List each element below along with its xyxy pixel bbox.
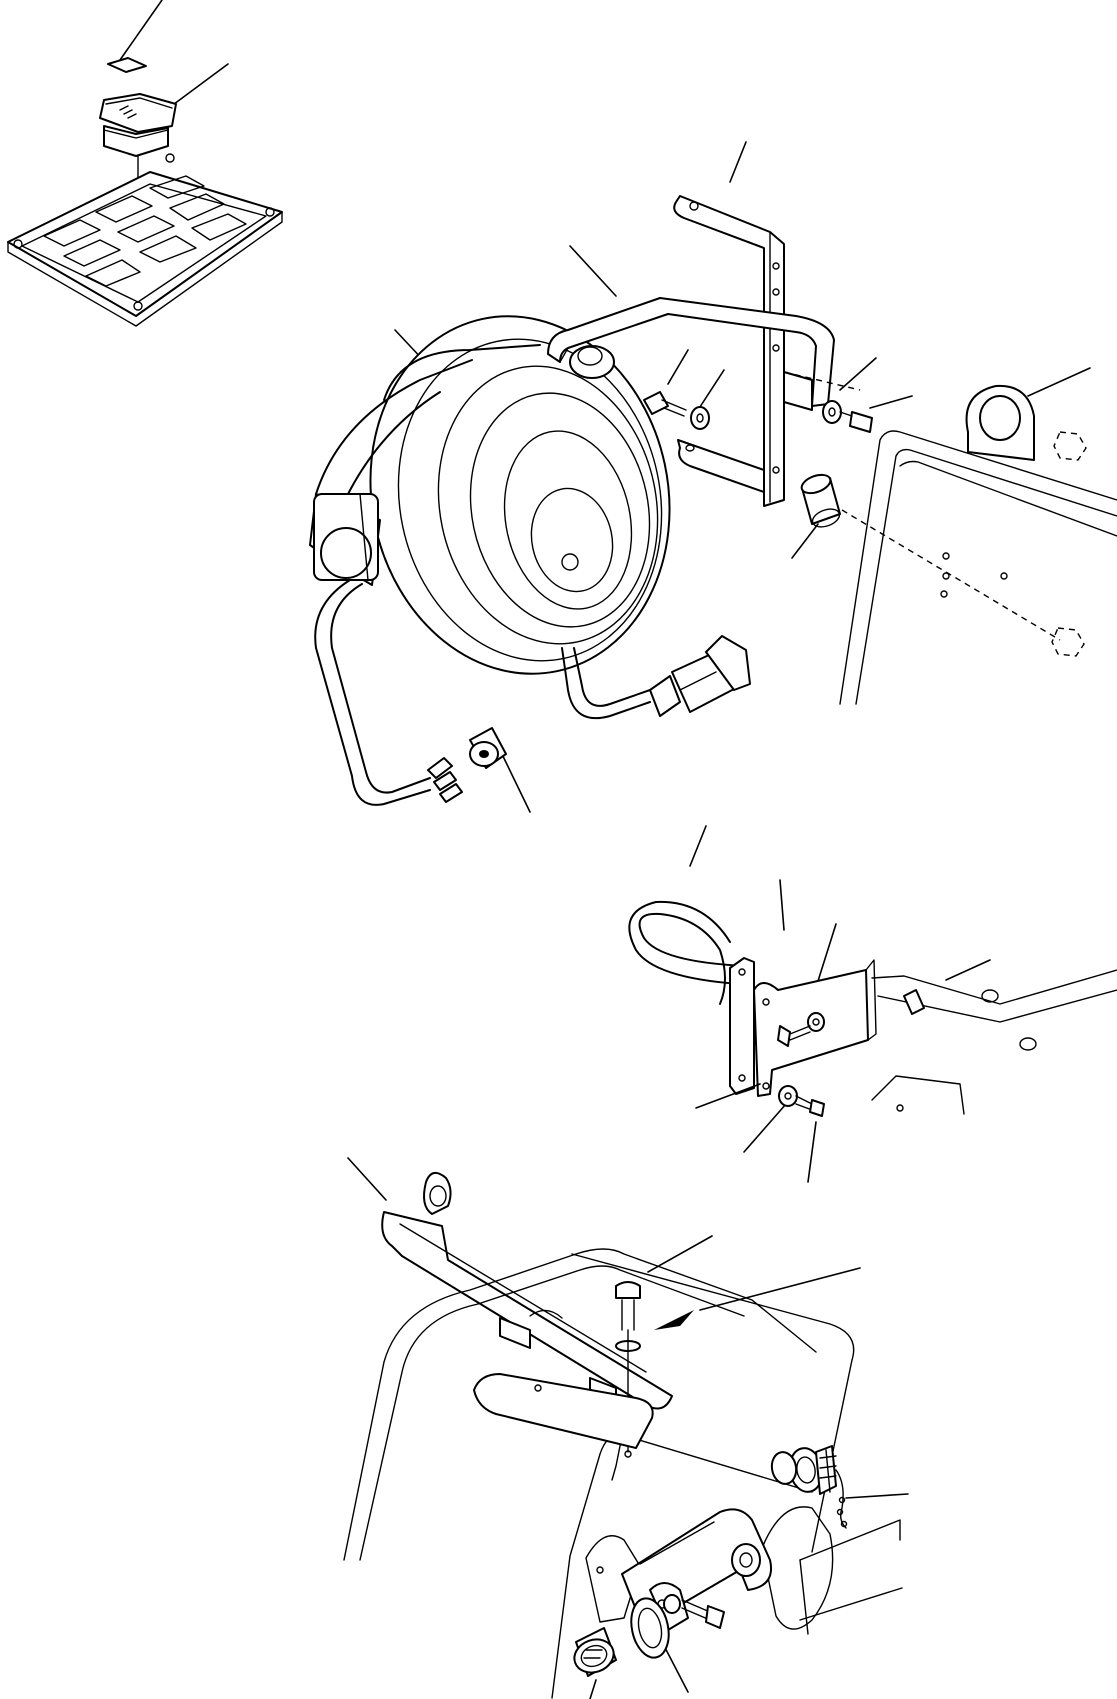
direction-arrow bbox=[654, 1310, 694, 1330]
leader-line-switch-cap bbox=[119, 0, 163, 61]
bolt-and-washer-mid-lower bbox=[695, 1083, 825, 1183]
reel-top-bolt bbox=[569, 345, 615, 379]
rubber-spacer bbox=[791, 473, 841, 559]
horizontal-bracket bbox=[547, 297, 835, 411]
leader-line-vertical-bracket bbox=[729, 141, 747, 183]
bolt-and-washer-left bbox=[643, 349, 725, 430]
dashed-nut-bottom bbox=[1051, 627, 1085, 657]
reel-cable-left-inner bbox=[330, 583, 431, 794]
cord-reel-assembly bbox=[309, 315, 751, 813]
gasket-ring bbox=[630, 1597, 689, 1693]
connector-bracket bbox=[596, 1508, 772, 1641]
panel-hole-2 bbox=[942, 572, 950, 580]
leader-line-bolt-lower bbox=[807, 1121, 817, 1183]
reel-cable-right-inner bbox=[573, 647, 651, 707]
plug-with-chain bbox=[770, 1445, 909, 1529]
cable-connector bbox=[649, 635, 751, 717]
housing-outline-outer bbox=[343, 1248, 817, 1561]
reel-bracket-assembly bbox=[547, 141, 1061, 641]
panel-hole-1 bbox=[942, 552, 950, 560]
bolt-and-washer-mid-upper bbox=[777, 1012, 825, 1047]
housing-recess-right bbox=[761, 1506, 834, 1630]
leader-line-arrow bbox=[699, 1267, 861, 1311]
bracket-bolt bbox=[663, 1594, 725, 1629]
dashed-nut-top bbox=[1053, 431, 1087, 461]
bolt-and-washer-right bbox=[822, 357, 913, 433]
leader-line-frame-corner bbox=[945, 959, 991, 981]
hanger-bracket bbox=[729, 957, 877, 1097]
reel-cable-right bbox=[561, 647, 651, 720]
cord-reel bbox=[309, 315, 671, 675]
switch-assembly bbox=[7, 0, 283, 327]
leader-line-lifting-eye bbox=[1027, 367, 1091, 397]
leader-line-handle-bar bbox=[347, 1157, 387, 1201]
leader-line-rocker-switch bbox=[165, 63, 229, 111]
leader-line-washer-right bbox=[839, 357, 877, 391]
mounting-axis-line bbox=[841, 509, 1061, 641]
leader-line-washer-lower bbox=[743, 1103, 787, 1153]
leader-line-bracket-plate bbox=[779, 879, 785, 931]
panel-hole-4 bbox=[1000, 572, 1008, 580]
panel-rim bbox=[899, 460, 1117, 537]
reel-cable-left bbox=[314, 579, 431, 806]
rocker-switch bbox=[99, 93, 177, 157]
leader-line-rubber-cap bbox=[499, 749, 531, 813]
bolt-and-washer-bottom bbox=[615, 1235, 861, 1453]
leader-line-hose-loop bbox=[689, 825, 707, 867]
engine-housing bbox=[343, 1248, 903, 1699]
cable-wire-ends bbox=[427, 757, 463, 803]
housing-recess-left bbox=[585, 1535, 641, 1623]
hose-hanger-assembly bbox=[628, 825, 1117, 1183]
vertical-bracket bbox=[673, 195, 785, 507]
switch-cap bbox=[107, 57, 147, 73]
connector-bracket-assembly bbox=[573, 1445, 909, 1699]
leader-line-rubber-spacer bbox=[791, 523, 819, 559]
leader-line-bolt-left bbox=[667, 349, 689, 385]
socket-connector bbox=[573, 1627, 617, 1699]
bolt-axis-line bbox=[783, 371, 861, 391]
rubber-cap bbox=[469, 727, 531, 813]
leader-line-washer-left bbox=[697, 369, 725, 411]
leader-line-bolt-right bbox=[869, 395, 913, 409]
panel-outline-inner bbox=[855, 448, 1117, 705]
leader-line-plug bbox=[845, 1493, 909, 1499]
leader-line-horizontal-bracket bbox=[569, 245, 617, 297]
lifting-eye bbox=[965, 384, 1035, 461]
switch-mounting-plate bbox=[7, 153, 283, 327]
panel-outline-outer bbox=[839, 430, 1117, 705]
hose-loop bbox=[628, 900, 747, 1005]
housing-mount-pad bbox=[473, 1373, 654, 1449]
panel-hole-3 bbox=[940, 590, 948, 598]
frame-corner bbox=[871, 959, 1117, 1115]
leader-line-socket-connector bbox=[589, 1679, 597, 1699]
leader-line-plate-lower bbox=[695, 1083, 761, 1109]
machine-side-panel bbox=[839, 367, 1117, 705]
